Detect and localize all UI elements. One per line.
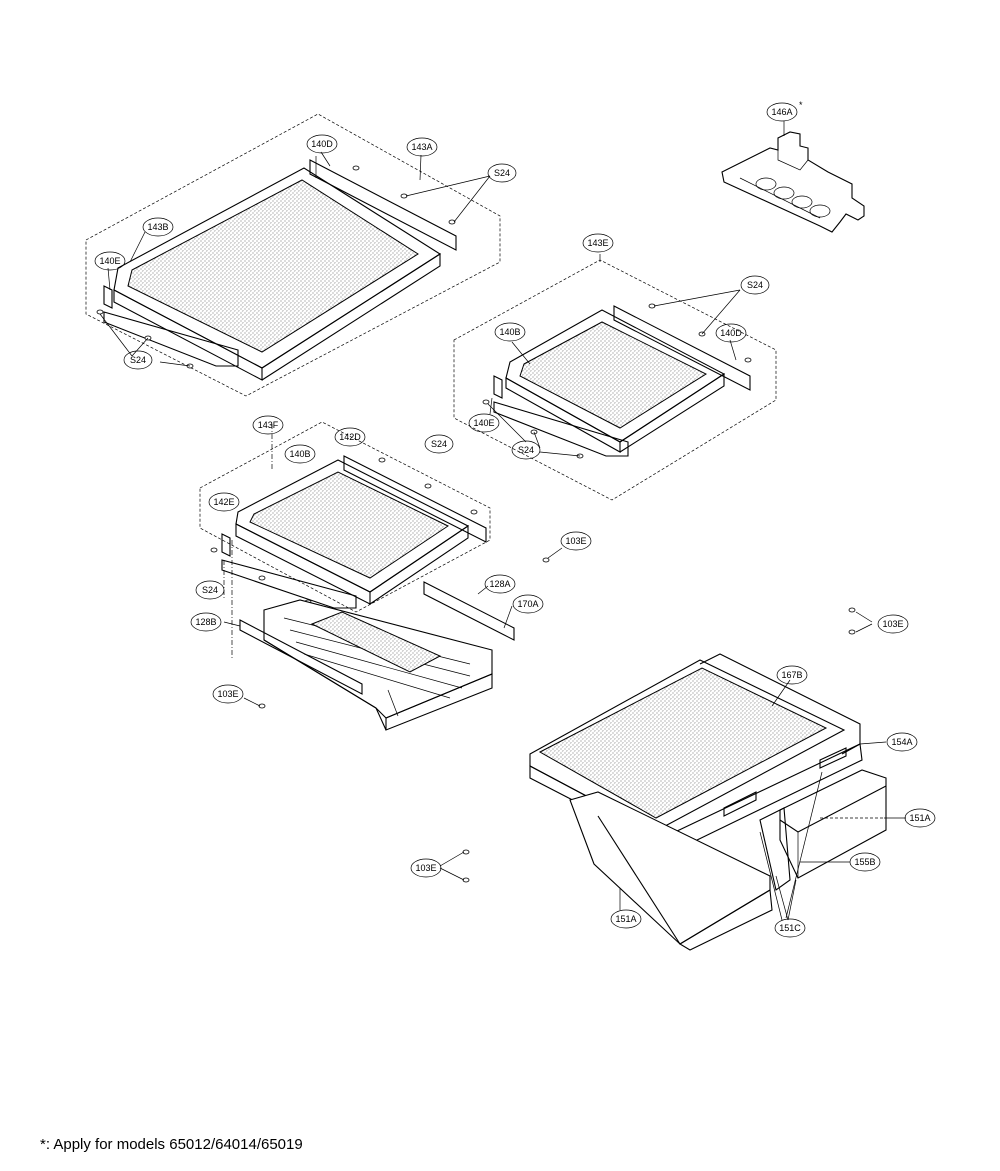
- label-s24-d: S24: [511, 440, 541, 460]
- svg-text:S24: S24: [202, 585, 218, 595]
- label-103e-c: 103E: [212, 684, 244, 704]
- svg-text:143A: 143A: [411, 142, 432, 152]
- label-143f: 143F: [252, 415, 284, 435]
- label-142d: 142D: [334, 427, 366, 447]
- label-143b: 143B: [142, 217, 174, 237]
- label-140b-b: 140B: [284, 444, 316, 464]
- shelf-assembly-143f: [199, 421, 491, 660]
- label-155b: 155B: [849, 852, 881, 872]
- svg-text:146A: 146A: [771, 107, 792, 117]
- model-applicability-note: *: Apply for models 65012/64014/65019: [40, 1136, 303, 1153]
- label-146a: 146A *: [766, 100, 803, 122]
- svg-text:140B: 140B: [499, 327, 520, 337]
- label-140d-b: 140D: [715, 323, 747, 343]
- svg-text:128B: 128B: [195, 617, 216, 627]
- part-labels: 146A * 143A 140D S24 143B 140E S24: [94, 100, 936, 938]
- label-170a: 170A: [512, 594, 544, 614]
- label-s24-e: S24: [424, 434, 454, 454]
- svg-text:103E: 103E: [565, 536, 586, 546]
- label-s24-f: S24: [195, 580, 225, 600]
- label-140e-b: 140E: [468, 413, 500, 433]
- label-140d-a: 140D: [306, 134, 338, 154]
- label-140b-a: 140B: [494, 322, 526, 342]
- svg-text:142D: 142D: [339, 432, 361, 442]
- label-151a-a: 151A: [904, 808, 936, 828]
- label-151a-b: 151A: [610, 909, 642, 929]
- svg-text:167B: 167B: [781, 670, 802, 680]
- svg-text:103E: 103E: [415, 863, 436, 873]
- svg-text:140D: 140D: [311, 139, 333, 149]
- svg-text:S24: S24: [747, 280, 763, 290]
- svg-text:143F: 143F: [258, 420, 279, 430]
- svg-text:S24: S24: [518, 445, 534, 455]
- svg-text:*: *: [799, 100, 803, 110]
- label-103e-a: 103E: [560, 531, 592, 551]
- label-s24-a: S24: [487, 163, 517, 183]
- svg-text:S24: S24: [431, 439, 447, 449]
- svg-text:140E: 140E: [473, 418, 494, 428]
- shelf-assembly-143a: [85, 113, 501, 397]
- svg-text:170A: 170A: [517, 599, 538, 609]
- label-140e-a: 140E: [94, 251, 126, 271]
- egg-tray-146a: [721, 131, 865, 233]
- svg-text:140D: 140D: [720, 328, 742, 338]
- label-143a: 143A: [406, 137, 438, 157]
- label-128a: 128A: [484, 574, 516, 594]
- svg-text:140B: 140B: [289, 449, 310, 459]
- loose-screws: [223, 547, 873, 709]
- crisper-drawer: [239, 581, 515, 731]
- svg-text:154A: 154A: [891, 737, 912, 747]
- svg-text:155B: 155B: [854, 857, 875, 867]
- svg-text:142E: 142E: [213, 497, 234, 507]
- svg-text:151A: 151A: [615, 914, 636, 924]
- label-s24-c: S24: [740, 275, 770, 295]
- label-154a: 154A: [886, 732, 918, 752]
- svg-text:140E: 140E: [99, 256, 120, 266]
- label-103e-b: 103E: [877, 614, 909, 634]
- svg-text:151A: 151A: [909, 813, 930, 823]
- svg-text:143B: 143B: [147, 222, 168, 232]
- svg-text:143E: 143E: [587, 238, 608, 248]
- deli-drawer-assembly: [439, 653, 906, 951]
- label-128b: 128B: [190, 612, 222, 632]
- label-103e-d: 103E: [410, 858, 442, 878]
- label-142e: 142E: [208, 492, 240, 512]
- label-151c: 151C: [774, 918, 806, 938]
- svg-text:151C: 151C: [779, 923, 801, 933]
- label-s24-b: S24: [123, 350, 153, 370]
- svg-text:S24: S24: [494, 168, 510, 178]
- label-143e: 143E: [582, 233, 614, 253]
- svg-text:128A: 128A: [489, 579, 510, 589]
- shelf-assembly-143e: [453, 254, 777, 501]
- svg-text:103E: 103E: [217, 689, 238, 699]
- label-167b: 167B: [776, 665, 808, 685]
- svg-text:103E: 103E: [882, 619, 903, 629]
- svg-text:S24: S24: [130, 355, 146, 365]
